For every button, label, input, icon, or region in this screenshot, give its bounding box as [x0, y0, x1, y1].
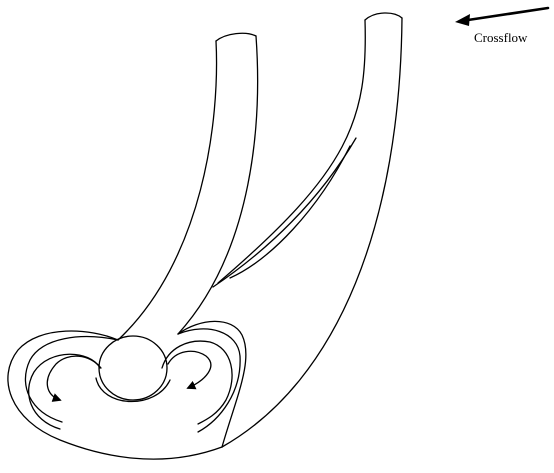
- inner-tube-left-wall: [118, 41, 217, 340]
- inner-tube-right-wall: [178, 36, 258, 334]
- cross-section: [8, 321, 246, 459]
- jet-core-circle: [99, 336, 167, 400]
- left-vortex-inner: [47, 356, 101, 400]
- outer-sheet-fold-2: [230, 146, 350, 278]
- jet-core-lower-arc: [96, 378, 170, 402]
- outer-sheet-right-edge: [222, 18, 402, 447]
- crossflow-label: Crossflow: [474, 30, 527, 46]
- inner-tube-top-cap: [216, 33, 256, 41]
- right-vortex-inner: [168, 351, 211, 388]
- outer-sheet-top-cap: [365, 13, 402, 20]
- outer-sheet-left-edge: [218, 20, 365, 283]
- left-vortex-mid: [29, 354, 100, 429]
- cross-section-inner-envelope: [178, 321, 246, 447]
- left-vortex-outer: [25, 337, 118, 422]
- crossflow-arrow: [455, 8, 548, 26]
- inner-jet-tube: [118, 33, 258, 340]
